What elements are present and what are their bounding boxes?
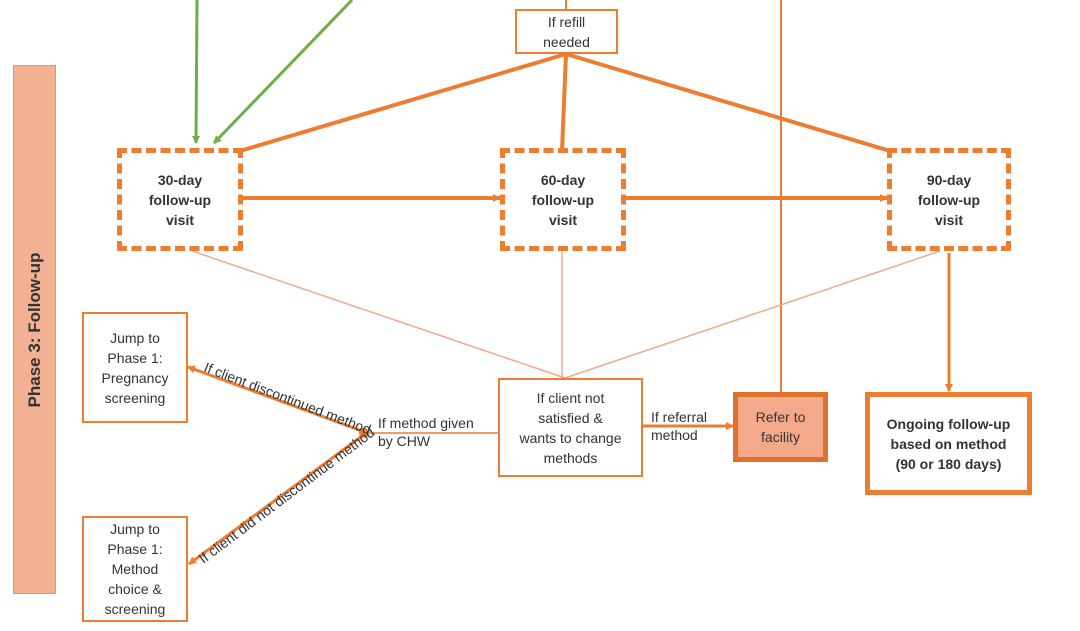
- refill-text: If refill needed: [543, 13, 590, 50]
- not-satisfied-text: If client not satisfied & wants to chang…: [519, 389, 622, 466]
- jump-method-text: Jump to Phase 1: Method choice & screeni…: [104, 521, 166, 617]
- jump-screening-text: Jump to Phase 1: Pregnancy screening: [101, 329, 169, 406]
- refill-to-90: [565, 52, 891, 153]
- not-satisfied-box: If client not satisfied & wants to chang…: [498, 378, 643, 477]
- phase-bar: Phase 3: Follow-up: [13, 65, 56, 594]
- thin-30-to-not-satisfied: [191, 250, 566, 379]
- visit-90-text: 90-day follow-up visit: [917, 171, 981, 228]
- refill-box: If refill needed: [515, 9, 618, 54]
- green-arrow-2: [212, 0, 354, 145]
- jump-method-box: Jump to Phase 1: Method choice & screeni…: [82, 516, 188, 622]
- visit-90-box: 90-day follow-up visit: [887, 148, 1011, 251]
- jump-screening-box: Jump to Phase 1: Pregnancy screening: [82, 312, 188, 423]
- refer-facility-box: Refer to facility: [733, 392, 828, 462]
- arrow-to-jump-method: [188, 434, 363, 566]
- phase-label: Phase 3: Follow-up: [24, 252, 44, 407]
- thin-90-to-not-satisfied: [564, 250, 941, 379]
- ongoing-box: Ongoing follow-up based on method (90 or…: [865, 392, 1032, 495]
- junction-dot: [359, 428, 369, 438]
- arrow-to-jump-screening: [187, 365, 363, 433]
- refill-to-60: [560, 53, 568, 152]
- ongoing-text: Ongoing follow-up based on method (90 or…: [886, 415, 1011, 472]
- refill-to-30: [239, 52, 567, 153]
- method-given-label: If method given by CHW: [378, 415, 474, 449]
- visit-30-box: 30-day follow-up visit: [117, 148, 243, 251]
- green-arrow-1: [192, 0, 201, 144]
- visit-60-text: 60-day follow-up visit: [531, 171, 595, 228]
- visit-60-box: 60-day follow-up visit: [500, 148, 626, 251]
- refer-facility-text: Refer to facility: [755, 409, 806, 445]
- referral-label: If referral method: [651, 409, 708, 443]
- visit-30-text: 30-day follow-up visit: [148, 171, 212, 228]
